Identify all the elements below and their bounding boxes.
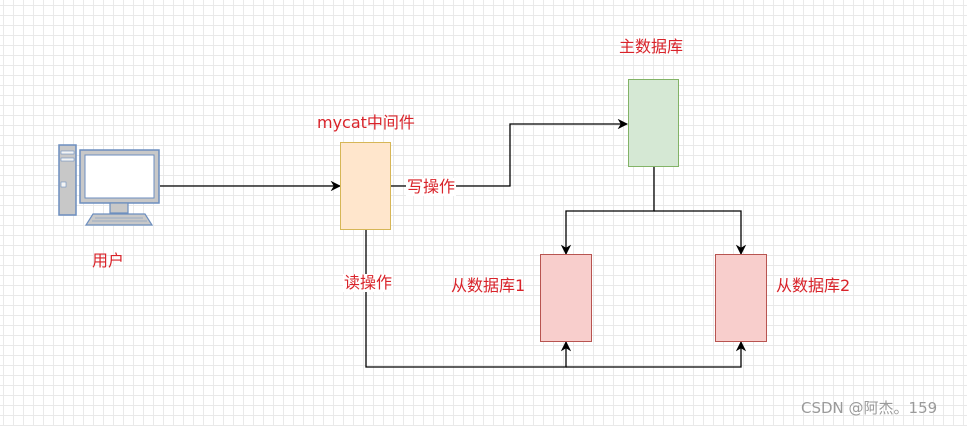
edge-read-to-slave-1 <box>365 230 572 368</box>
mycat-middleware-box[interactable] <box>340 142 391 230</box>
watermark: CSDN @阿杰。159 <box>801 399 938 417</box>
slave-db-1-box[interactable] <box>540 254 592 342</box>
slave-db-2-label: 从数据库2 <box>776 276 851 295</box>
slave-db-2-box[interactable] <box>715 254 767 342</box>
read-operation-label: 读操作 <box>343 273 394 292</box>
user-label: 用户 <box>92 251 125 270</box>
edge-master-to-slave-2 <box>654 210 747 256</box>
write-operation-label: 写操作 <box>406 177 457 196</box>
master-db-box[interactable] <box>628 79 679 167</box>
computer-icon[interactable] <box>58 144 160 226</box>
slave-db-1-label: 从数据库1 <box>451 276 526 295</box>
master-db-label: 主数据库 <box>619 37 684 56</box>
edge-master-to-slave-1 <box>560 167 655 256</box>
edge-read-to-slave-2 <box>566 340 747 368</box>
mycat-label: mycat中间件 <box>317 113 415 132</box>
